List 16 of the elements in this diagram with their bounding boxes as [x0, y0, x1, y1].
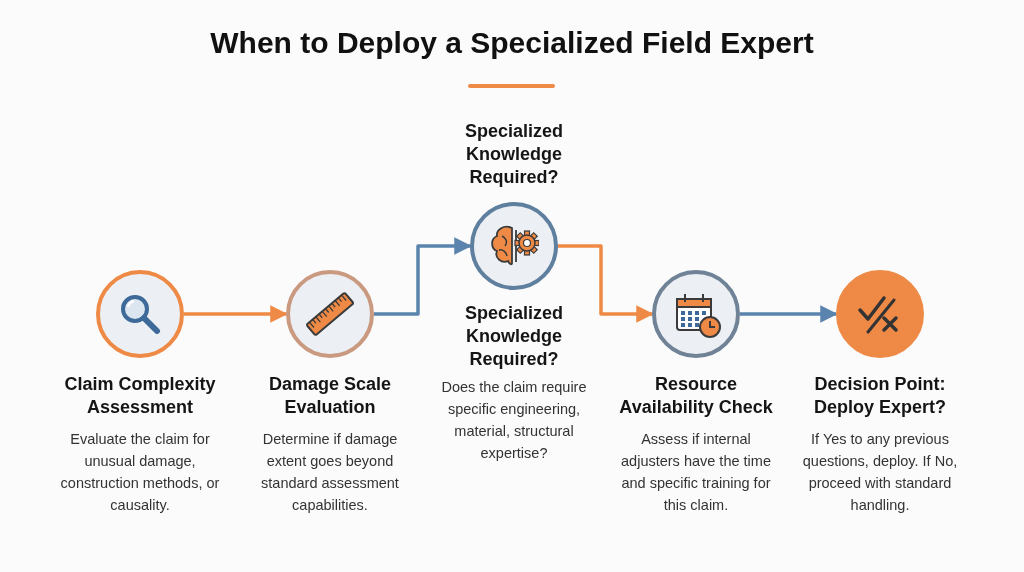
step-description: If Yes to any previous questions, deploy. If No, proceed with standard handling. [801, 430, 959, 515]
title: When to Deploy a Specialized Field Expert [209, 26, 815, 60]
step-heading: Claim Complexity Assessment [63, 373, 217, 419]
arrow [184, 305, 288, 323]
step-heading: Specialized Knowledge Required? [463, 302, 564, 371]
arrow [374, 237, 472, 316]
step-heading: Specialized Knowledge Required? [463, 120, 564, 189]
step-heading: Decision Point: Deploy Expert? [813, 373, 947, 419]
step-description: Determine if damage extent goes beyond standard assessment capabilities. [260, 430, 400, 515]
arrow [558, 244, 654, 323]
step-heading: Damage Scale Evaluation [267, 373, 393, 419]
step-description: Assess if internal adjusters have the time and specific training for this claim. [620, 430, 772, 515]
step-description: Does the claim require specific engineering, material, structural expertise? [440, 378, 588, 463]
step-heading: Resource Availability Check [618, 373, 774, 419]
step-description: Evaluate the claim for unusual damage, construction methods, or causality. [59, 430, 221, 515]
arrow [740, 305, 838, 323]
